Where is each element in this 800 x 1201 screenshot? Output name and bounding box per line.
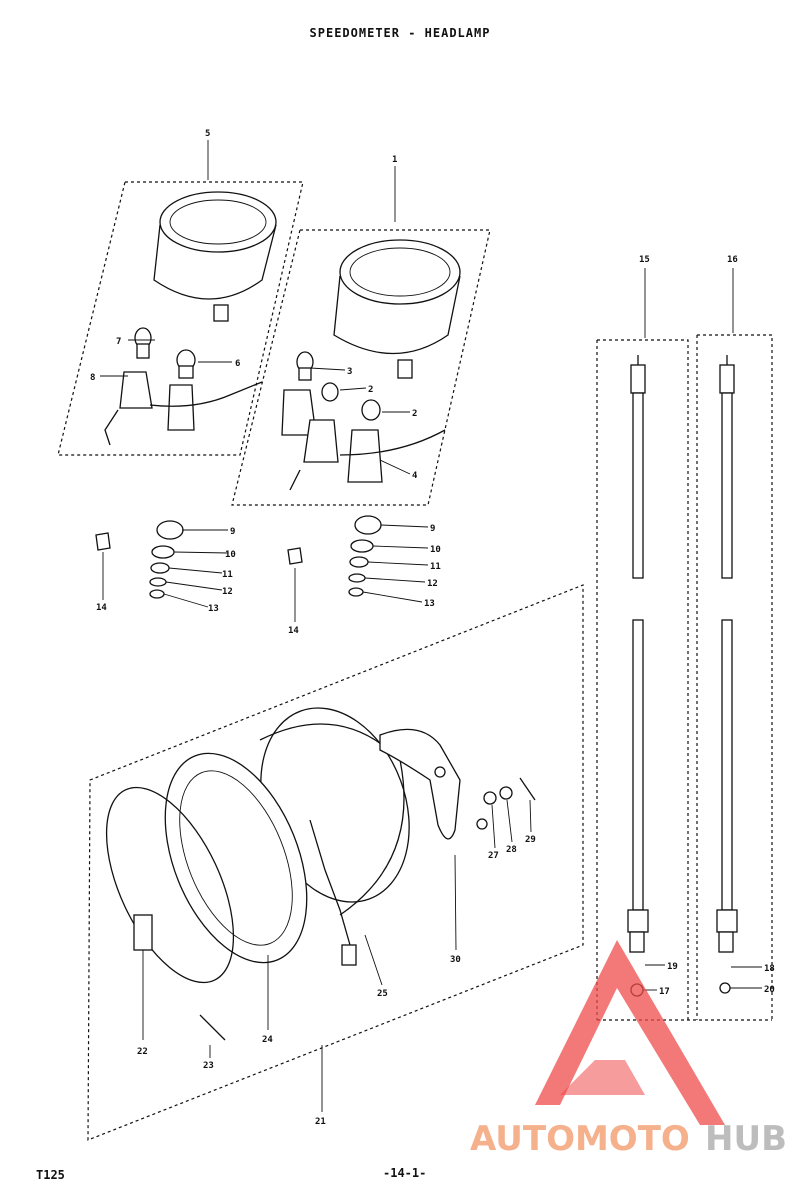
callout-11b: 11	[430, 562, 441, 572]
callout-7: 7	[116, 337, 121, 347]
callout-27: 27	[488, 851, 499, 861]
callout-21: 21	[315, 1117, 326, 1127]
callout-15: 15	[639, 255, 650, 265]
speedometer-assembly-1	[231, 229, 491, 506]
callout-12b: 12	[427, 579, 438, 589]
callout-17: 17	[659, 987, 670, 997]
callout-2a: 2	[368, 385, 373, 395]
callout-5: 5	[205, 129, 210, 139]
callout-2b: 2	[412, 409, 417, 419]
callout-14b: 14	[288, 626, 299, 636]
callout-18b: 18	[764, 964, 775, 974]
callout-13a: 13	[208, 604, 219, 614]
callout-24: 24	[262, 1035, 273, 1045]
callout-labels: 5 1 7 6 8 3 2 2 4 9 10 11 12 13 14 14 9 …	[90, 129, 775, 1127]
watermark-part2: HUB	[705, 1119, 787, 1159]
callout-11a: 11	[222, 570, 233, 580]
callout-10a: 10	[225, 550, 236, 560]
headlamp-assembly-21	[87, 584, 584, 1141]
bulb-socket-parts	[95, 515, 382, 622]
callout-29: 29	[525, 835, 536, 845]
callout-25: 25	[377, 989, 388, 999]
page-title: SPEEDOMETER - HEADLAMP	[309, 26, 491, 40]
callout-13b: 13	[424, 599, 435, 609]
callout-28: 28	[506, 845, 517, 855]
callout-19: 19	[667, 962, 678, 972]
callout-3a: 3	[347, 367, 352, 377]
speedometer-cable-15	[596, 268, 689, 1020]
callout-9a: 9	[230, 527, 235, 537]
callout-14a: 14	[96, 603, 107, 613]
watermark-part1: AUTOMOTO	[470, 1119, 690, 1159]
callout-6: 6	[235, 359, 240, 369]
callout-8: 8	[90, 373, 95, 383]
callout-16a: 16	[727, 255, 738, 265]
speedometer-cable-16	[597, 268, 773, 1021]
automotohub-watermark: AUTOMOTO HUB	[470, 940, 787, 1159]
callout-4: 4	[412, 471, 418, 481]
callout-10b: 10	[430, 545, 441, 555]
callout-23: 23	[203, 1061, 214, 1071]
speedometer-assembly-5	[57, 181, 304, 456]
callout-30: 30	[450, 955, 461, 965]
leader-lines	[100, 140, 762, 1112]
model-code: T125	[36, 1168, 65, 1182]
callout-20: 20	[764, 985, 775, 995]
callout-1: 1	[392, 155, 397, 165]
callout-22: 22	[137, 1047, 148, 1057]
callout-12a: 12	[222, 587, 233, 597]
callout-9b: 9	[430, 524, 435, 534]
page-number: -14-1-	[383, 1166, 427, 1180]
